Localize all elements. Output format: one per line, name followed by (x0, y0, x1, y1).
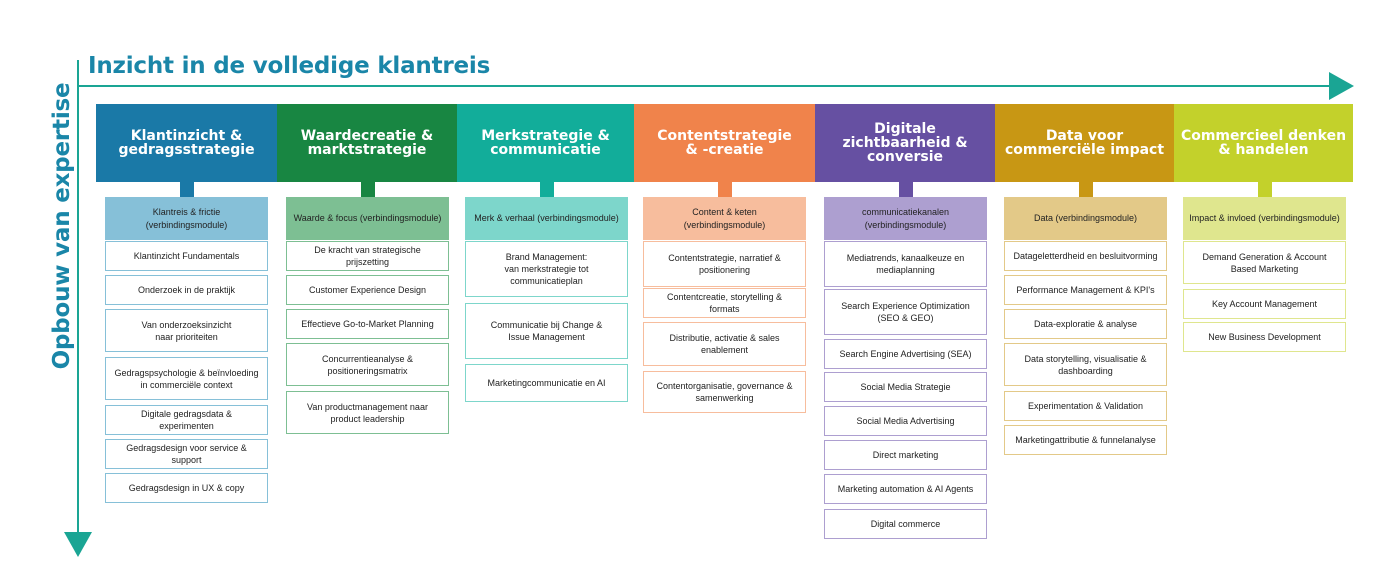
title-horizontal: Inzicht in de volledige klantreis (88, 53, 491, 79)
course-item-effectieve-go-to-market-planning: Effectieve Go-to-Market Planning (286, 309, 449, 339)
connecting-module-commercieel-denken: Impact & invloed (verbindingsmodule) (1183, 197, 1346, 240)
course-item-contentstrategie-narratief-positionering: Contentstrategie, narratief &positioneri… (643, 241, 806, 287)
course-item-digitale-gedragsdata-experimenten: Digitale gedragsdata & experimenten (105, 405, 268, 435)
vertical-arrow-head-icon (64, 532, 92, 557)
course-item-marketingattributie-funnelanalyse: Marketingattributie & funnelanalyse (1004, 425, 1167, 455)
column-header-commercieel-denken: Commercieel denken& handelen (1174, 104, 1353, 182)
column-header-klantinzicht: Klantinzicht &gedragsstrategie (96, 104, 277, 182)
course-item-datageletterdheid-en-besluitvorming: Datageletterdheid en besluitvorming (1004, 241, 1167, 271)
course-item-social-media-advertising: Social Media Advertising (824, 406, 987, 436)
column-connector (1257, 182, 1272, 197)
course-item-onderzoek-in-de-praktijk: Onderzoek in de praktijk (105, 275, 268, 305)
course-item-search-engine-advertising-sea: Search Engine Advertising (SEA) (824, 339, 987, 369)
connecting-module-merkstrategie: Merk & verhaal (verbindingsmodule) (465, 197, 628, 240)
connecting-module-data-voor: Data (verbindingsmodule) (1004, 197, 1167, 240)
column-connector (360, 182, 375, 197)
course-item-key-account-management: Key Account Management (1183, 289, 1346, 319)
course-item-contentcreatie-storytelling-formats: Contentcreatie, storytelling & formats (643, 288, 806, 318)
course-item-contentorganisatie-governance-samenwerking: Contentorganisatie, governance &samenwer… (643, 371, 806, 413)
column-connector (179, 182, 194, 197)
course-item-concurrentieanalyse-positioneringsmatrix: Concurrentieanalyse &positioneringsmatri… (286, 343, 449, 386)
course-item-klantinzicht-fundamentals: Klantinzicht Fundamentals (105, 241, 268, 271)
column-header-contentstrategie: Contentstrategie& -creatie (634, 104, 815, 182)
course-item-data-storytelling-visualisatie-dashboarding: Data storytelling, visualisatie &dashboa… (1004, 343, 1167, 386)
column-connector (539, 182, 554, 197)
course-item-marketingcommunicatie-en-ai: Marketingcommunicatie en AI (465, 364, 628, 402)
course-item-gedragsdesign-voor-service-support: Gedragsdesign voor service & support (105, 439, 268, 469)
course-item-social-media-strategie: Social Media Strategie (824, 372, 987, 402)
connecting-module-digitale: communicatiekanalen(verbindingsmodule) (824, 197, 987, 240)
course-item-de-kracht-van-strategische-prijszetting: De kracht van strategische prijszetting (286, 241, 449, 271)
column-connector (717, 182, 732, 197)
horizontal-arrow-head-icon (1329, 72, 1354, 100)
connecting-module-waardecreatie: Waarde & focus (verbindingsmodule) (286, 197, 449, 240)
column-header-waardecreatie: Waardecreatie &marktstrategie (277, 104, 457, 182)
connecting-module-klantinzicht: Klantreis & frictie(verbindingsmodule) (105, 197, 268, 240)
column-connector (1078, 182, 1093, 197)
course-item-digital-commerce: Digital commerce (824, 509, 987, 539)
column-header-merkstrategie: Merkstrategie &communicatie (457, 104, 634, 182)
column-connector (898, 182, 913, 197)
connecting-module-contentstrategie: Content & keten(verbindingsmodule) (643, 197, 806, 240)
course-item-gedragsdesign-in-ux-copy: Gedragsdesign in UX & copy (105, 473, 268, 503)
course-item-data-exploratie-analyse: Data-exploratie & analyse (1004, 309, 1167, 339)
course-item-marketing-automation-ai-agents: Marketing automation & AI Agents (824, 474, 987, 504)
course-item-new-business-development: New Business Development (1183, 322, 1346, 352)
course-item-customer-experience-design: Customer Experience Design (286, 275, 449, 305)
course-item-search-experience-optimization-seo-geo: Search Experience Optimization(SEO & GEO… (824, 289, 987, 335)
course-item-performance-management-kpi-s: Performance Management & KPI's (1004, 275, 1167, 305)
course-item-direct-marketing: Direct marketing (824, 440, 987, 470)
course-item-experimentation-validation: Experimentation & Validation (1004, 391, 1167, 421)
course-item-communicatie-bij-change-issue-management: Communicatie bij Change &Issue Managemen… (465, 303, 628, 359)
